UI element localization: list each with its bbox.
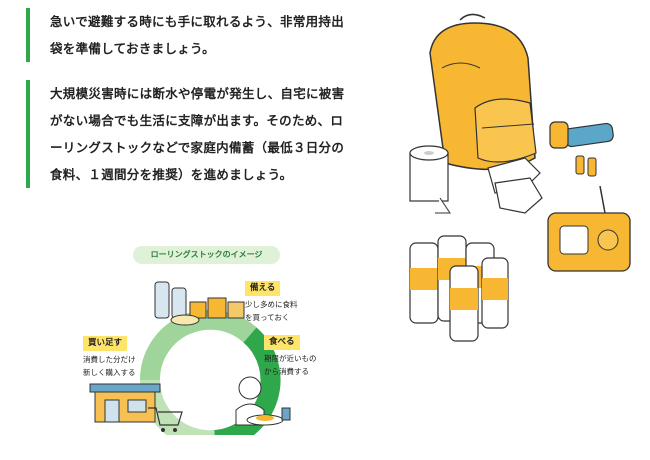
desc-line: 期限が近いもの bbox=[264, 354, 317, 363]
buy-description: 消費した分だけ 新しく購入する bbox=[83, 353, 136, 379]
canned-food-icon bbox=[154, 281, 245, 326]
flashlight-icon bbox=[549, 121, 614, 149]
stockpile-paragraph: 大規模災害時には断水や停電が発生し、自宅に被害 がない場合でも生活に支障が出ます… bbox=[26, 80, 410, 188]
buy-tag: 買い足す bbox=[83, 336, 128, 351]
text-line: 食料、１週間分を推奨）を進めましょう。 bbox=[50, 167, 293, 182]
desc-line: 少し多めに食料 bbox=[245, 300, 298, 309]
text-line: がない場合でも生活に支障が出ます。そのため、ロ bbox=[50, 113, 344, 128]
eat-description: 期限が近いもの から消費する bbox=[264, 352, 317, 378]
store-icon bbox=[89, 383, 161, 423]
rolling-stock-title: ローリングストックのイメージ bbox=[133, 246, 280, 264]
eat-tag: 食べる bbox=[264, 335, 300, 350]
emergency-supplies-illustration bbox=[409, 13, 631, 342]
water-bottles-icon bbox=[409, 235, 509, 342]
backpack-icon bbox=[429, 13, 537, 171]
gloves-icon bbox=[487, 157, 543, 214]
person-eating-icon bbox=[235, 376, 291, 426]
desc-line: 新しく購入する bbox=[83, 368, 136, 377]
rolling-stock-diagram bbox=[89, 281, 291, 435]
text-line: ーリングストックなどで家庭内備蓄（最低３日分の bbox=[50, 140, 345, 155]
text-line: 大規模災害時には断水や停電が発生し、自宅に被害 bbox=[50, 86, 345, 101]
text-line: 袋を準備しておきましょう。 bbox=[50, 41, 215, 56]
stock-description: 少し多めに食料 を買っておく bbox=[245, 298, 298, 324]
stock-tag: 備える bbox=[245, 281, 281, 296]
radio-icon bbox=[547, 185, 631, 272]
text-line: 急いで避難する時にも手に取れるよう、非常用持出 bbox=[50, 14, 345, 29]
desc-line: から消費する bbox=[264, 367, 309, 376]
intro-paragraph: 急いで避難する時にも手に取れるよう、非常用持出 袋を準備しておきましょう。 bbox=[26, 8, 410, 62]
batteries-icon bbox=[575, 155, 597, 177]
toilet-paper-icon bbox=[409, 145, 451, 214]
desc-line: を買っておく bbox=[245, 313, 290, 322]
shopping-cart-icon bbox=[148, 407, 183, 432]
desc-line: 消費した分だけ bbox=[83, 355, 136, 364]
